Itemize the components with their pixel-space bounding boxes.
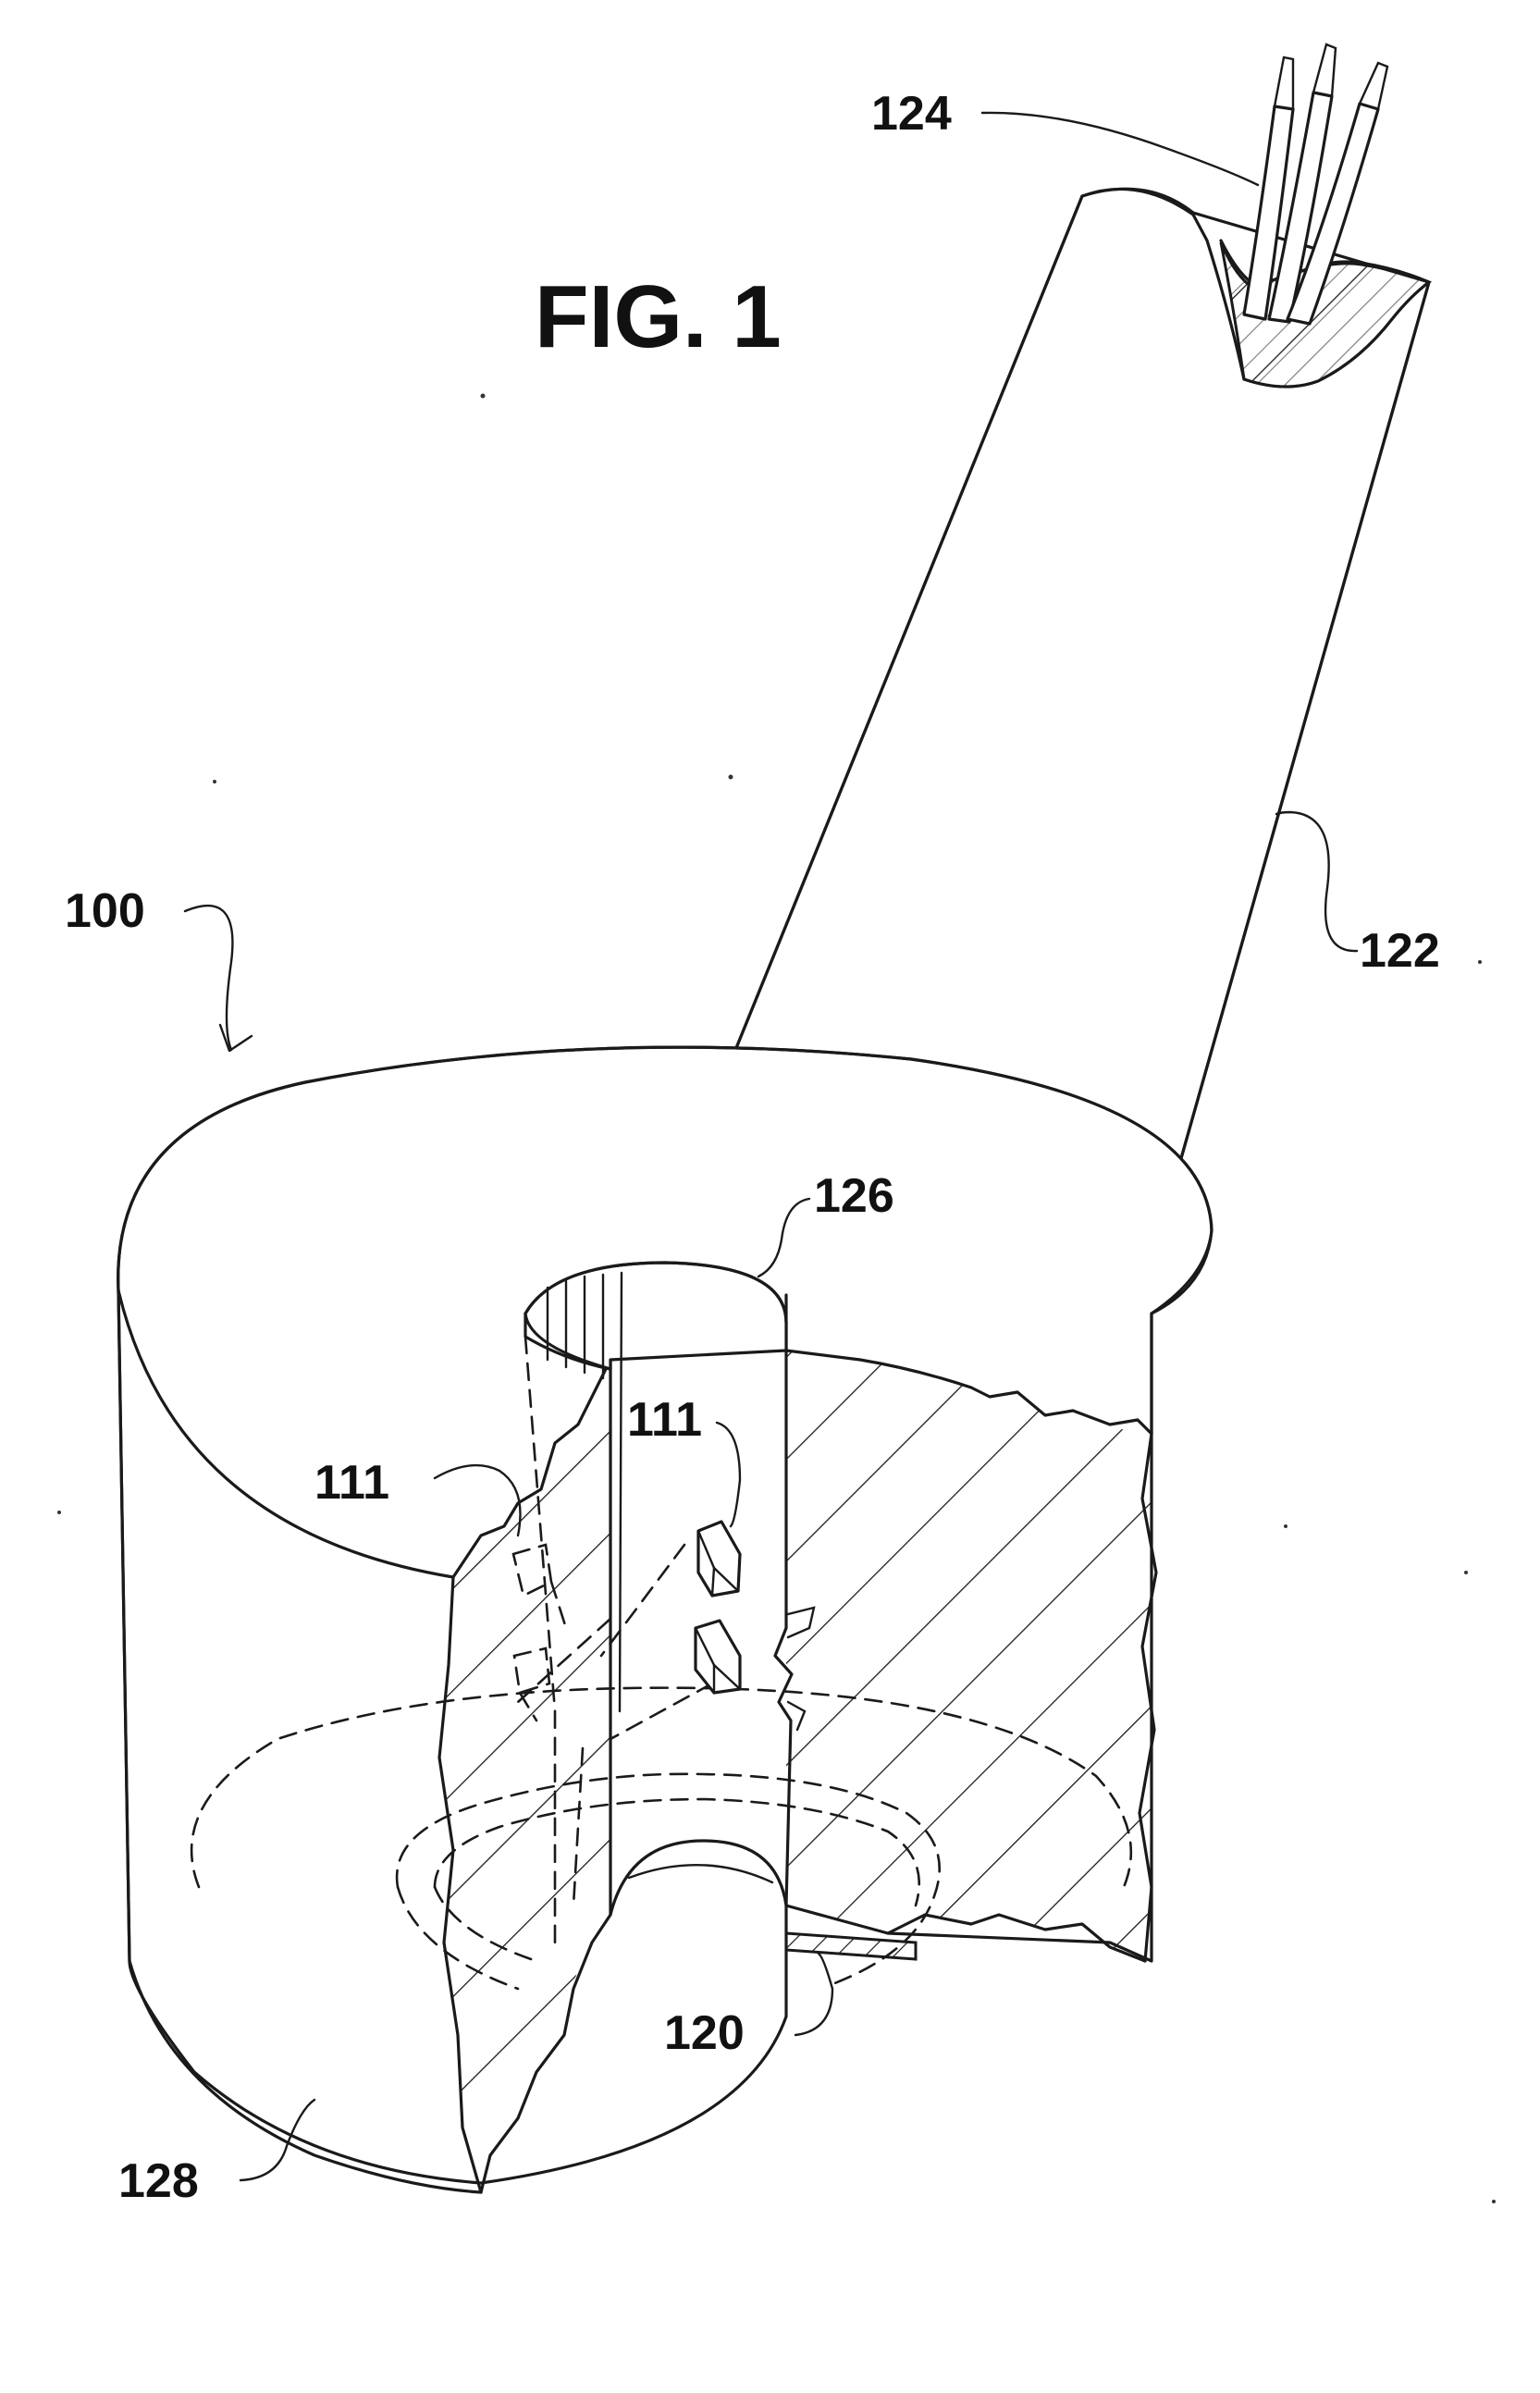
- label-lead-wires: 124: [871, 87, 952, 141]
- label-tapered-stem: 122: [1360, 924, 1440, 978]
- label-center-bore: 126: [814, 1169, 894, 1223]
- label-sensor-right: 111: [627, 1393, 702, 1447]
- label-assembly: 100: [65, 884, 145, 938]
- figure-title: FIG. 1: [535, 267, 782, 366]
- label-outer-wall: 128: [118, 2154, 199, 2208]
- label-base-ring: 120: [664, 2006, 745, 2060]
- label-sensor-left: 111: [314, 1456, 389, 1510]
- base-ring: [786, 1933, 916, 1959]
